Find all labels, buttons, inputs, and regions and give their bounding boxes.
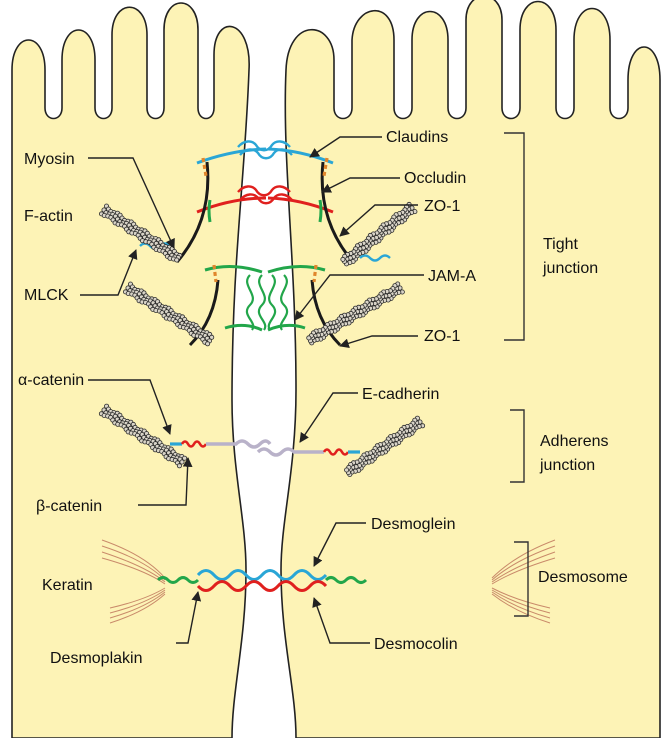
label-tight-junction: junction (542, 260, 598, 277)
jam-a-loops (247, 275, 287, 330)
left-cell-body (12, 3, 249, 738)
label-alpha-catenin: α-catenin (18, 372, 84, 389)
label-occludin: Occludin (404, 170, 466, 187)
label-tight: Tight (543, 236, 579, 253)
label-e-cadherin: E-cadherin (362, 386, 439, 403)
left-cell (12, 3, 249, 738)
label-keratin: Keratin (42, 577, 93, 594)
label-adherens-junction: junction (539, 457, 595, 474)
label-myosin: Myosin (24, 151, 75, 168)
label-mlck: MLCK (24, 287, 69, 304)
claudin-loops (238, 141, 292, 158)
label-jam-a: JAM-A (428, 268, 476, 285)
label-f-actin: F-actin (24, 208, 73, 225)
label-desmosome: Desmosome (538, 569, 628, 586)
zo1-green-right-top (320, 200, 321, 222)
myosin-left-cap-2 (214, 265, 216, 282)
label-beta-catenin: β-catenin (36, 498, 102, 515)
label-desmocolin: Desmocolin (374, 636, 458, 653)
label-zo1-top: ZO-1 (424, 198, 461, 215)
right-cell (281, 0, 660, 738)
label-desmoglein: Desmoglein (371, 516, 455, 533)
label-desmoplakin: Desmoplakin (50, 650, 142, 667)
right-cell-body (281, 0, 660, 738)
label-zo1-bottom: ZO-1 (424, 328, 461, 345)
zo1-green-left-top (209, 200, 210, 222)
myosin-right-cap-2 (314, 265, 316, 282)
label-claudins: Claudins (386, 129, 448, 146)
label-adherens: Adherens (540, 433, 609, 450)
